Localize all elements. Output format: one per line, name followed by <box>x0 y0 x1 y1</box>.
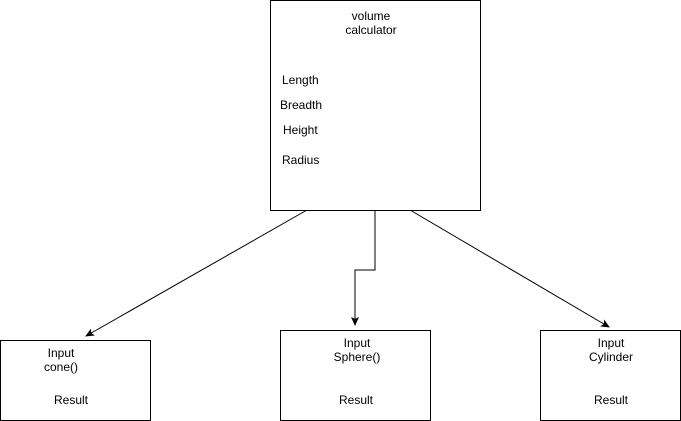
sphere-input-label: Input <box>343 336 371 350</box>
cone-result-label: Result <box>53 393 89 407</box>
field-radius: Radius <box>282 153 320 167</box>
arrow-to-cylinder <box>409 209 610 328</box>
sphere-box: Input Sphere() Result <box>280 330 431 421</box>
cone-input-label: Input <box>47 346 75 360</box>
cylinder-box: Input Cylinder Result <box>540 330 681 421</box>
cylinder-input-label: Input <box>597 336 625 350</box>
cylinder-function-label: Cylinder <box>588 350 634 364</box>
cone-box: Input cone() Result <box>0 340 151 421</box>
sphere-result-label: Result <box>338 393 374 407</box>
volume-calculator-box: volume calculator Length Breadth Height … <box>270 0 481 211</box>
field-height: Height <box>283 123 318 137</box>
cone-function-label: cone() <box>43 360 79 374</box>
field-length: Length <box>282 73 319 87</box>
main-title-line2: calculator <box>345 23 397 37</box>
arrow-to-cone <box>85 209 308 337</box>
cylinder-result-label: Result <box>593 393 629 407</box>
arrow-to-sphere <box>351 210 376 326</box>
sphere-function-label: Sphere() <box>333 350 381 364</box>
main-title-line1: volume <box>351 9 391 23</box>
field-breadth: Breadth <box>280 98 323 112</box>
